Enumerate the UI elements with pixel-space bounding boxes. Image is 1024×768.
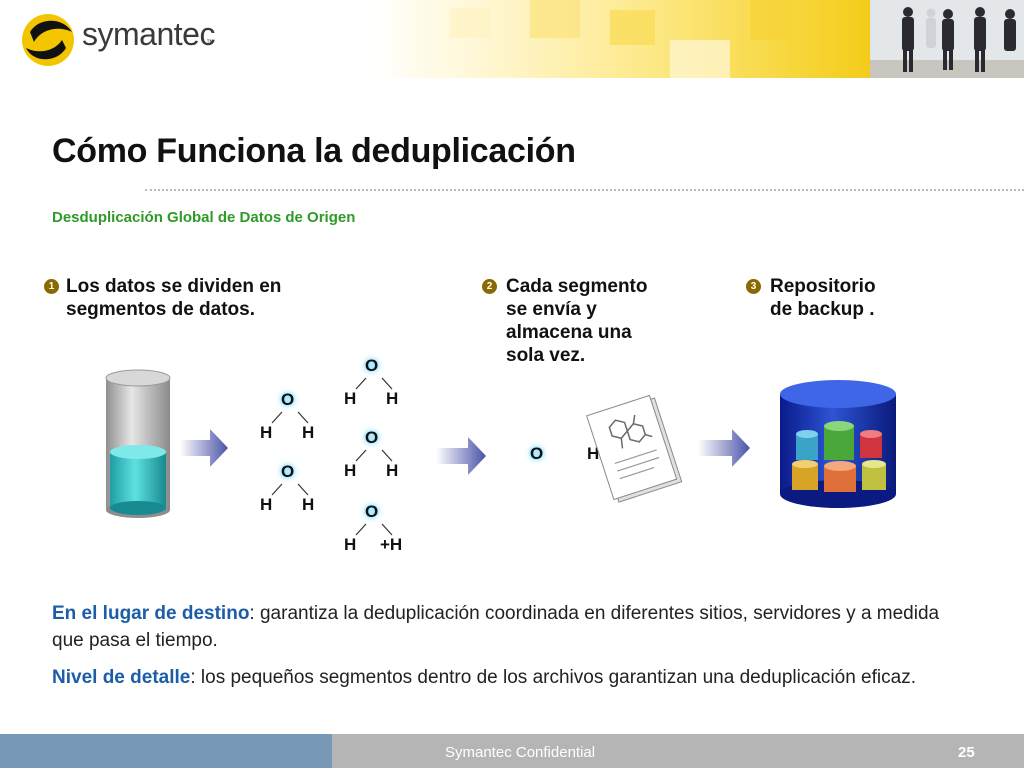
hydrogen-atom: H [344,535,357,554]
hydrogen-atom: H [302,495,315,514]
hydrogen-atom: H [587,444,600,463]
hydrogen-atom: H [344,461,357,480]
bullet-2: Nivel de detalle: los pequeños segmentos… [52,664,952,691]
source-data-cylinder-icon [105,369,171,518]
logo-trademark: ™ [206,38,214,47]
symantec-logo-icon [22,14,74,66]
step-1-line-2: segmentos de datos. [66,299,255,320]
title-divider [145,189,1024,191]
step-2-badge: 2 [482,279,497,294]
header-color-band [370,0,870,78]
oxygen-atom: O [530,444,544,463]
step-2: 2 Cada segmento se envía y almacena una … [482,275,702,367]
hydrogen-atom: +H [380,535,403,554]
step-1-badge: 1 [44,279,59,294]
slide-title: Cómo Funciona la deduplicación [52,132,576,170]
step-3-line-2: de backup . [770,299,875,320]
oxygen-atom: O [365,356,379,375]
step-3: 3 Repositorio de backup . [746,275,946,321]
logo-wordmark: symantec [82,16,215,52]
footer-left-band [0,734,332,768]
hydrogen-atom: H [302,423,315,442]
footer-right-band [332,734,1024,768]
step-2-line-1: Cada segmento [506,276,648,297]
hydrogen-atom: H [386,389,399,408]
hydrogen-atom: H [344,389,357,408]
document-sheet-icon [586,394,683,503]
step-2-line-2: se envía y [506,299,597,320]
hydrogen-atom: H [386,461,399,480]
step-1-line-1: Los datos se dividen en [66,276,282,297]
bullet-2-text: : los pequeños segmentos dentro de los a… [190,667,916,688]
backup-repository-icon [780,380,896,508]
oxygen-atom: O [281,462,295,481]
segment-molecule-5: O H +H [342,502,422,558]
arrow-2-icon [436,437,486,475]
segment-molecule-3: O H H [342,428,412,484]
segment-molecule-4: O H H [258,462,328,518]
stored-segment: O H [528,444,618,470]
segment-molecule-2: O H H [342,356,412,412]
oxygen-atom: O [365,502,379,521]
slide-subtitle: Desduplicación Global de Datos de Origen [52,209,356,226]
bullet-2-keyword: Nivel de detalle [52,667,191,688]
step-2-line-4: sola vez. [506,345,586,366]
oxygen-atom: O [281,390,295,409]
step-1: 1 Los datos se dividen en segmentos de d… [44,275,364,321]
segment-molecule-1: O H H [258,390,328,446]
step-3-line-1: Repositorio [770,276,876,297]
symantec-logo [20,12,230,68]
hydrogen-atom: H [260,423,273,442]
oxygen-atom: O [365,428,379,447]
page-number: 25 [958,744,975,761]
bullet-1-keyword: En el lugar de destino [52,603,250,624]
header-business-photo [870,0,1024,78]
bullet-1: En el lugar de destino: garantiza la ded… [52,600,952,654]
step-2-line-3: almacena una [506,322,632,343]
step-3-badge: 3 [746,279,761,294]
footer-confidential: Symantec Confidential [445,744,596,761]
bullet-1-text: : garantiza la deduplicación coordinada … [52,603,940,651]
hydrogen-atom: H [260,495,273,514]
arrow-3-icon [698,429,750,467]
arrow-1-icon [180,429,228,467]
